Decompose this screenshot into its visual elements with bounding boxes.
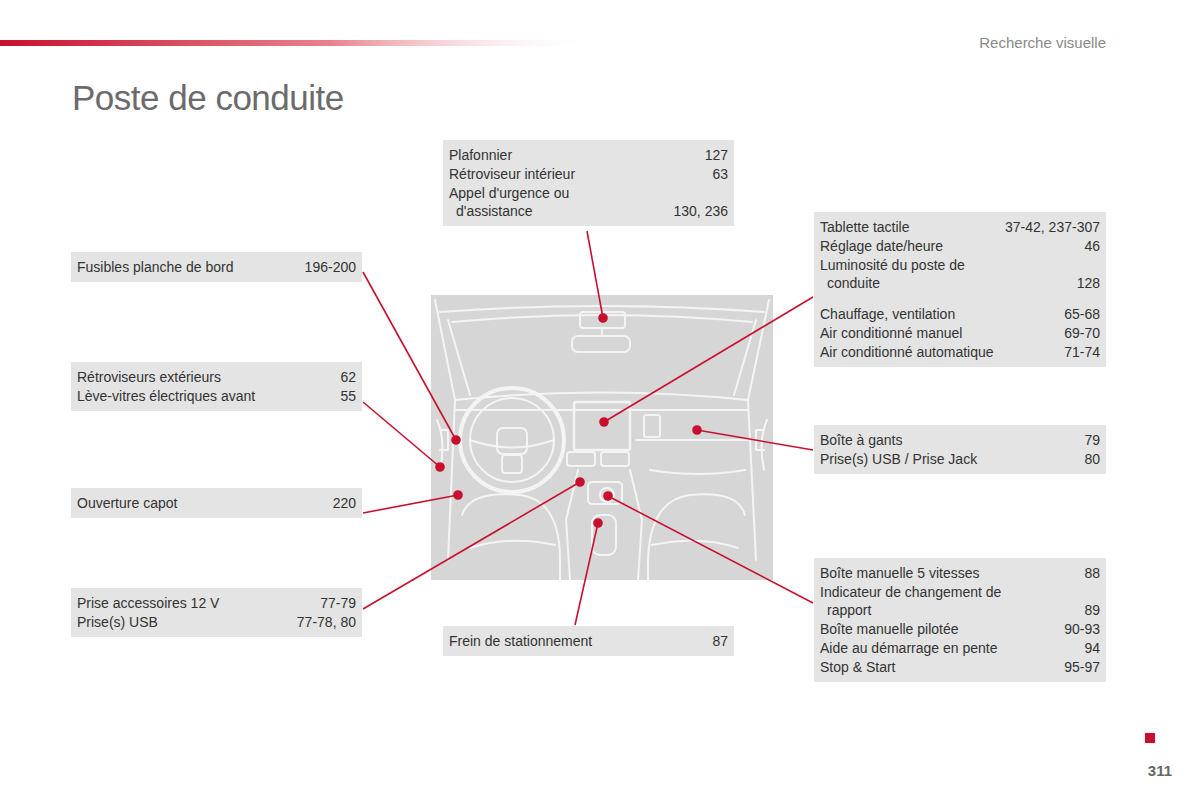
entry-label: Chauffage, ventilation — [820, 305, 995, 323]
page-reference: 65-68 — [1005, 305, 1100, 323]
page-reference: 80 — [1084, 450, 1100, 468]
entry-label: Lève-vitres électriques avant — [77, 387, 330, 405]
page-reference: 79 — [1084, 431, 1100, 449]
callout-box: Frein de stationnement 87 — [443, 626, 734, 656]
entry-label: Prise(s) USB — [77, 613, 287, 631]
entry-label: Prise(s) USB / Prise Jack — [820, 450, 1074, 468]
page-reference: 37-42, 237-307 — [1005, 218, 1100, 236]
callout-box: Ouverture capot 220 — [71, 488, 362, 518]
entry-label: Frein de stationnement — [449, 632, 702, 650]
callout-box: Prise accessoires 12 V 77-79Prise(s) USB 7… — [71, 588, 362, 637]
entry-label: Air conditionné automatique — [820, 343, 995, 361]
callout-box: Rétroviseurs extérieurs 62Lève-vitres éle… — [71, 362, 362, 411]
page-title: Poste de conduite — [72, 78, 344, 118]
entry-label: Aide au démarrage en pente — [820, 639, 1054, 657]
page-reference: 95-97 — [1064, 658, 1100, 676]
page-reference: 77-79 — [297, 594, 356, 612]
callout-box: Tablette tactile 37-42, 237-307Réglage da… — [814, 212, 1106, 367]
entry-label: Ouverture capot — [77, 494, 323, 512]
page-reference: 127 — [674, 146, 729, 164]
dashboard-illustration — [431, 295, 773, 580]
page-reference: 77-78, 80 — [297, 613, 356, 631]
page-number: 311 — [1148, 762, 1172, 779]
callout-box: Plafonnier 127Rétroviseur intérieur 63Appe… — [443, 140, 734, 226]
page-reference: 89 — [1064, 601, 1100, 619]
leader-lines — [363, 231, 813, 625]
entry-label: Appel d'urgence ou d'assistance — [449, 184, 606, 220]
page-reference: 62 — [340, 368, 356, 386]
entry-label: Boîte à gants — [820, 431, 1074, 449]
page-reference: 88 — [1064, 564, 1100, 582]
entry-label: Air conditionné manuel — [820, 324, 995, 342]
section-header: Recherche visuelle — [979, 34, 1106, 51]
page-reference: 128 — [1005, 274, 1100, 292]
page-reference: 69-70 — [1005, 324, 1100, 342]
callout-box: Fusibles planche de bord 196-200 — [71, 252, 362, 282]
page-reference: 55 — [340, 387, 356, 405]
page-reference: 130, 236 — [674, 202, 729, 220]
header-bar — [0, 40, 600, 46]
corner-mark — [1145, 733, 1155, 743]
page-reference: 46 — [1005, 237, 1100, 255]
page-reference: 220 — [333, 494, 356, 512]
entry-label: Prise accessoires 12 V — [77, 594, 287, 612]
entry-label: Stop & Start — [820, 658, 1054, 676]
entry-label: Rétroviseurs extérieurs — [77, 368, 330, 386]
callout-box: Boîte à gants 79Prise(s) USB / Prise Jack… — [814, 425, 1106, 474]
entry-label: Rétroviseur intérieur — [449, 165, 664, 183]
entry-label: Boîte manuelle pilotée — [820, 620, 1054, 638]
page-reference: 71-74 — [1005, 343, 1100, 361]
entry-label: Réglage date/heure — [820, 237, 995, 255]
entry-label: Boîte manuelle 5 vitesses — [820, 564, 1054, 582]
page-reference: 94 — [1064, 639, 1100, 657]
entry-label: Plafonnier — [449, 146, 664, 164]
page-reference: 63 — [674, 165, 729, 183]
page-reference: 196-200 — [305, 258, 356, 276]
page-reference: 87 — [712, 632, 728, 650]
entry-label: Indicateur de changement de rapport — [820, 583, 1017, 619]
page-reference: 90-93 — [1064, 620, 1100, 638]
entry-label: Fusibles planche de bord — [77, 258, 295, 276]
callout-box: Boîte manuelle 5 vitesses 88Indicateur de… — [814, 558, 1106, 682]
entry-label: Luminosité du poste de conduite — [820, 256, 995, 292]
entry-label: Tablette tactile — [820, 218, 995, 236]
